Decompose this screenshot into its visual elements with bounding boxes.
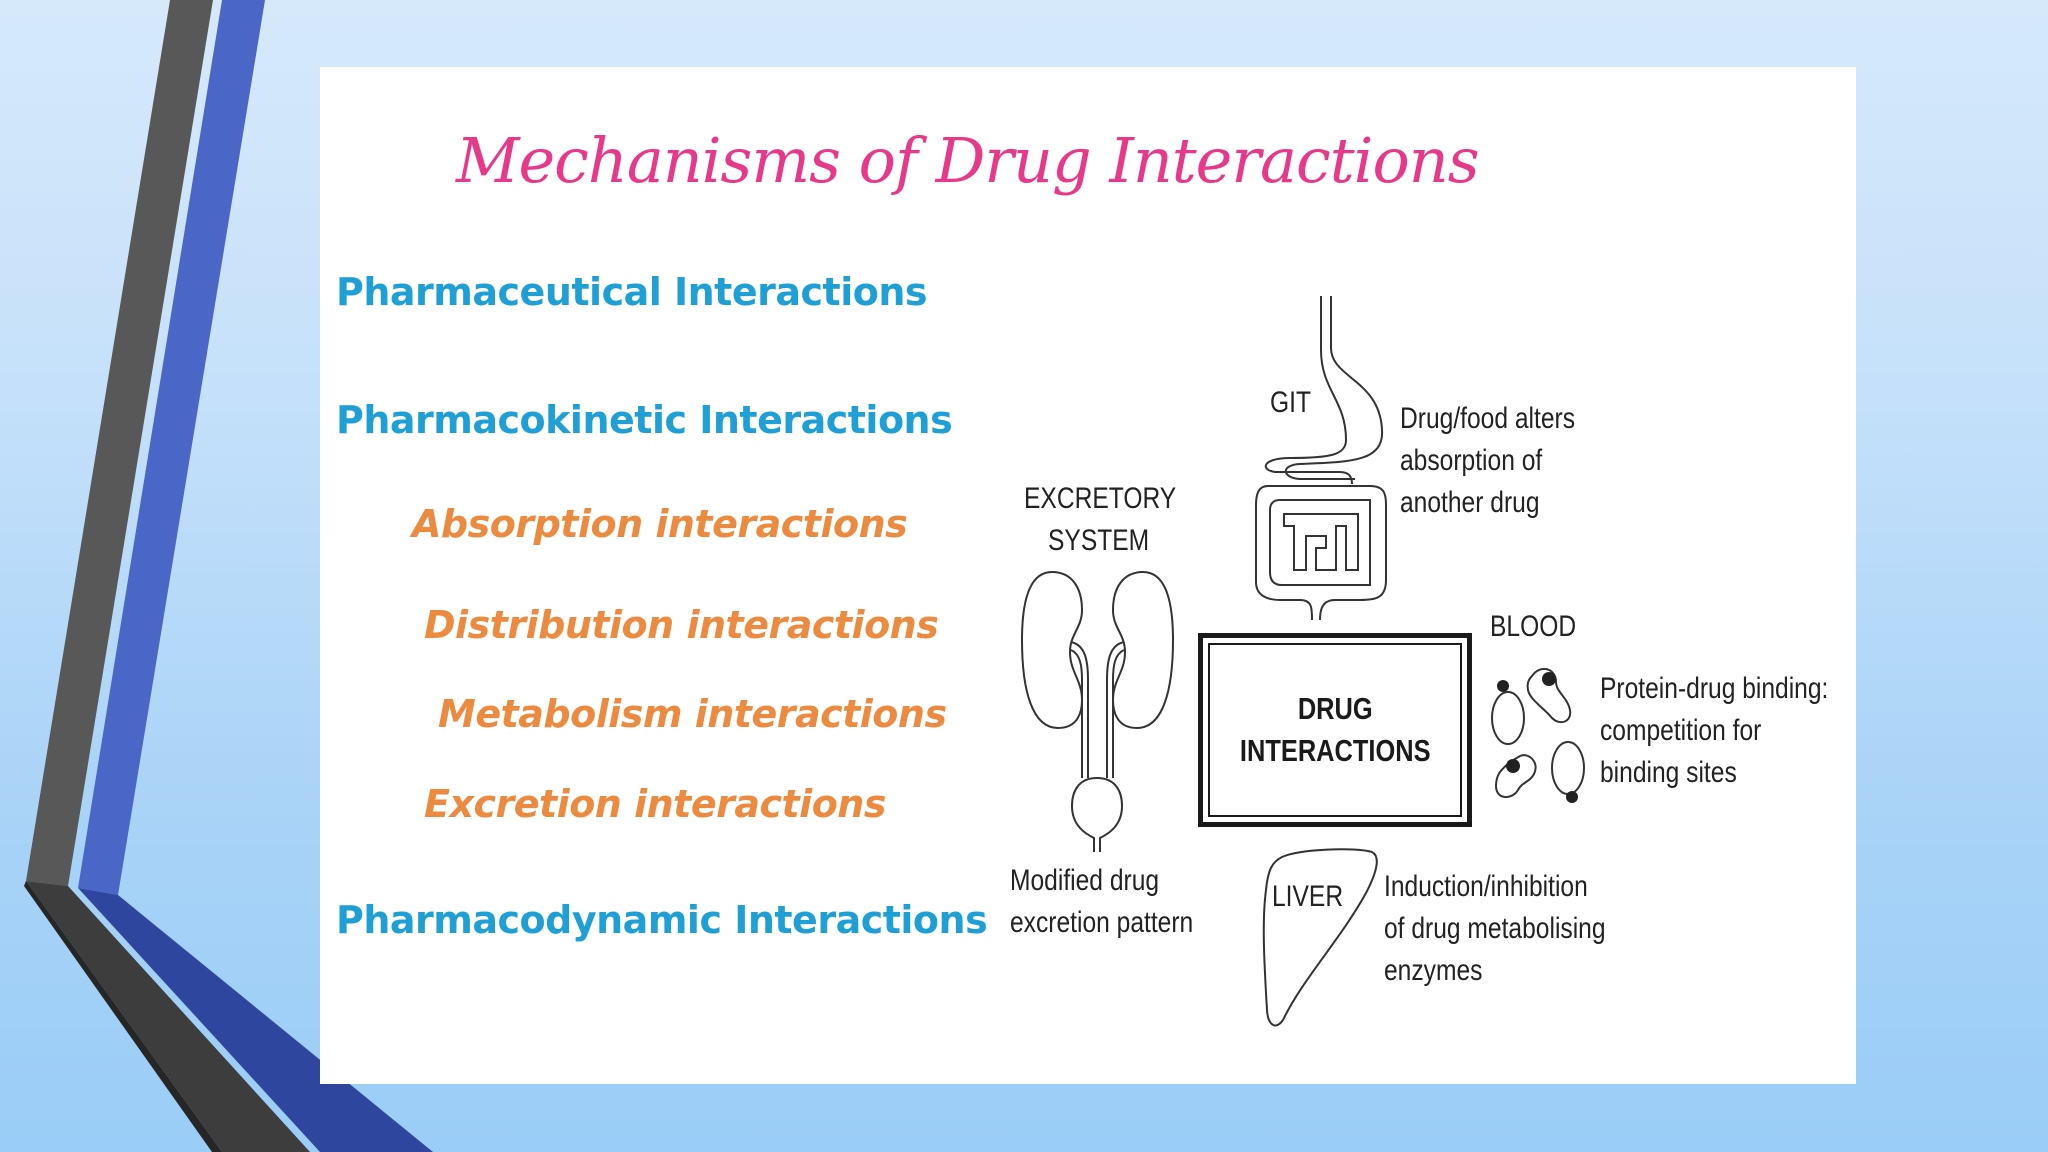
box-line1: DRUG [1297,691,1373,726]
liver-desc-line2: of drug metabolising [1384,912,1606,945]
box-line2: INTERACTIONS [1239,733,1431,768]
list-item-excretion: Excretion interactions [424,782,886,826]
excretory-label-line2: SYSTEM [1048,524,1150,557]
blood-label: BLOOD [1490,610,1577,643]
excretory-desc-line1: Modified drug [1010,864,1160,897]
excretory-label-line1: EXCRETORY [1024,482,1177,515]
liver-label: LIVER [1272,880,1344,913]
git-label: GIT [1270,386,1311,419]
list-item-absorption: Absorption interactions [412,502,908,546]
list-item-pharmacodynamic: Pharmacodynamic Interactions [336,898,988,942]
excretory-desc-line2: excretion pattern [1010,906,1194,939]
slide-title: Mechanisms of Drug Interactions [456,124,1480,197]
drug-interactions-box: DRUG INTERACTIONS [1198,633,1472,827]
slide-card [320,67,1856,1084]
liver-desc-line1: Induction/inhibition [1384,870,1588,903]
git-desc-line2: absorption of [1400,444,1543,477]
blood-desc-line2: competition for [1600,714,1762,747]
list-item-pharmaceutical: Pharmaceutical Interactions [336,270,928,314]
blood-desc-line3: binding sites [1600,756,1737,789]
liver-desc-line3: enzymes [1384,954,1483,987]
list-item-metabolism: Metabolism interactions [438,692,947,736]
git-desc-line3: another drug [1400,486,1540,519]
list-item-distribution: Distribution interactions [424,603,939,647]
list-item-pharmacokinetic: Pharmacokinetic Interactions [336,398,953,442]
git-desc-line1: Drug/food alters [1400,402,1576,435]
blood-desc-line1: Protein-drug binding: [1600,672,1829,705]
